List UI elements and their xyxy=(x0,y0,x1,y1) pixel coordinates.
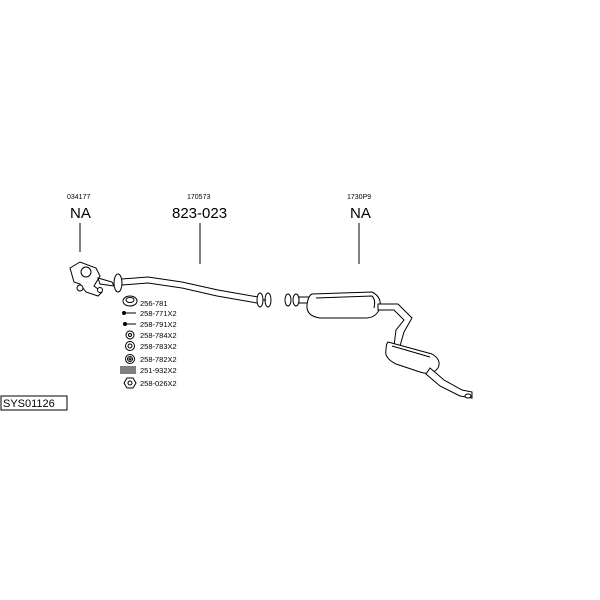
part-label: 258-771X2 xyxy=(140,309,177,318)
part-label: 258-791X2 xyxy=(140,320,177,329)
section-rear-code: 1730P9 xyxy=(347,194,371,201)
stud-icon xyxy=(123,322,136,326)
bolt-icon xyxy=(122,311,136,315)
nut-icon xyxy=(125,341,135,351)
part-label: 258-784X2 xyxy=(140,331,177,340)
part-item-washer: 258-784X2 xyxy=(125,330,177,340)
washer-icon xyxy=(125,330,135,340)
section-rear-ref: NA xyxy=(350,205,371,222)
middle-pipe xyxy=(121,276,272,308)
section-middle: 170573 823-023 xyxy=(172,194,227,264)
part-item-gasket-ring: 256-781 xyxy=(122,295,168,308)
gasket-ring-icon xyxy=(122,295,138,307)
part-item-hex-nut: 258-026X2 xyxy=(123,377,177,389)
rear-silencer xyxy=(385,341,440,374)
part-item-stud: 258-791X2 xyxy=(123,320,177,329)
part-item-spring: 251-932X2 xyxy=(120,366,177,375)
system-code: SYS01126 xyxy=(3,398,55,410)
part-label: 258-026X2 xyxy=(140,379,177,388)
section-middle-ref: 823-023 xyxy=(172,205,227,222)
section-middle-code: 170573 xyxy=(187,194,210,201)
part-label: 251-932X2 xyxy=(140,366,177,375)
parts-list: 256-781 258-771X2 258-791X2 258-784X2 xyxy=(120,295,177,389)
section-front-code: 034177 xyxy=(67,194,90,201)
section-rear: 1730P9 NA xyxy=(347,194,371,264)
section-front-ref: NA xyxy=(70,205,91,222)
part-label: 258-782X2 xyxy=(140,355,177,364)
part-item-nut: 258-783X2 xyxy=(125,341,177,351)
hex-nut-icon xyxy=(123,377,137,389)
spring-icon xyxy=(120,366,136,374)
lock-nut-icon xyxy=(125,354,135,364)
front-silencer xyxy=(306,291,381,319)
part-item-lock-nut: 258-782X2 xyxy=(125,354,177,364)
part-label: 256-781 xyxy=(140,299,168,308)
front-pipe xyxy=(69,261,123,297)
section-front: 034177 NA xyxy=(67,194,91,252)
system-code-box: SYS01126 xyxy=(0,395,68,411)
part-item-bolt: 258-771X2 xyxy=(122,309,177,318)
part-label: 258-783X2 xyxy=(140,342,177,351)
rear-section xyxy=(284,291,473,399)
